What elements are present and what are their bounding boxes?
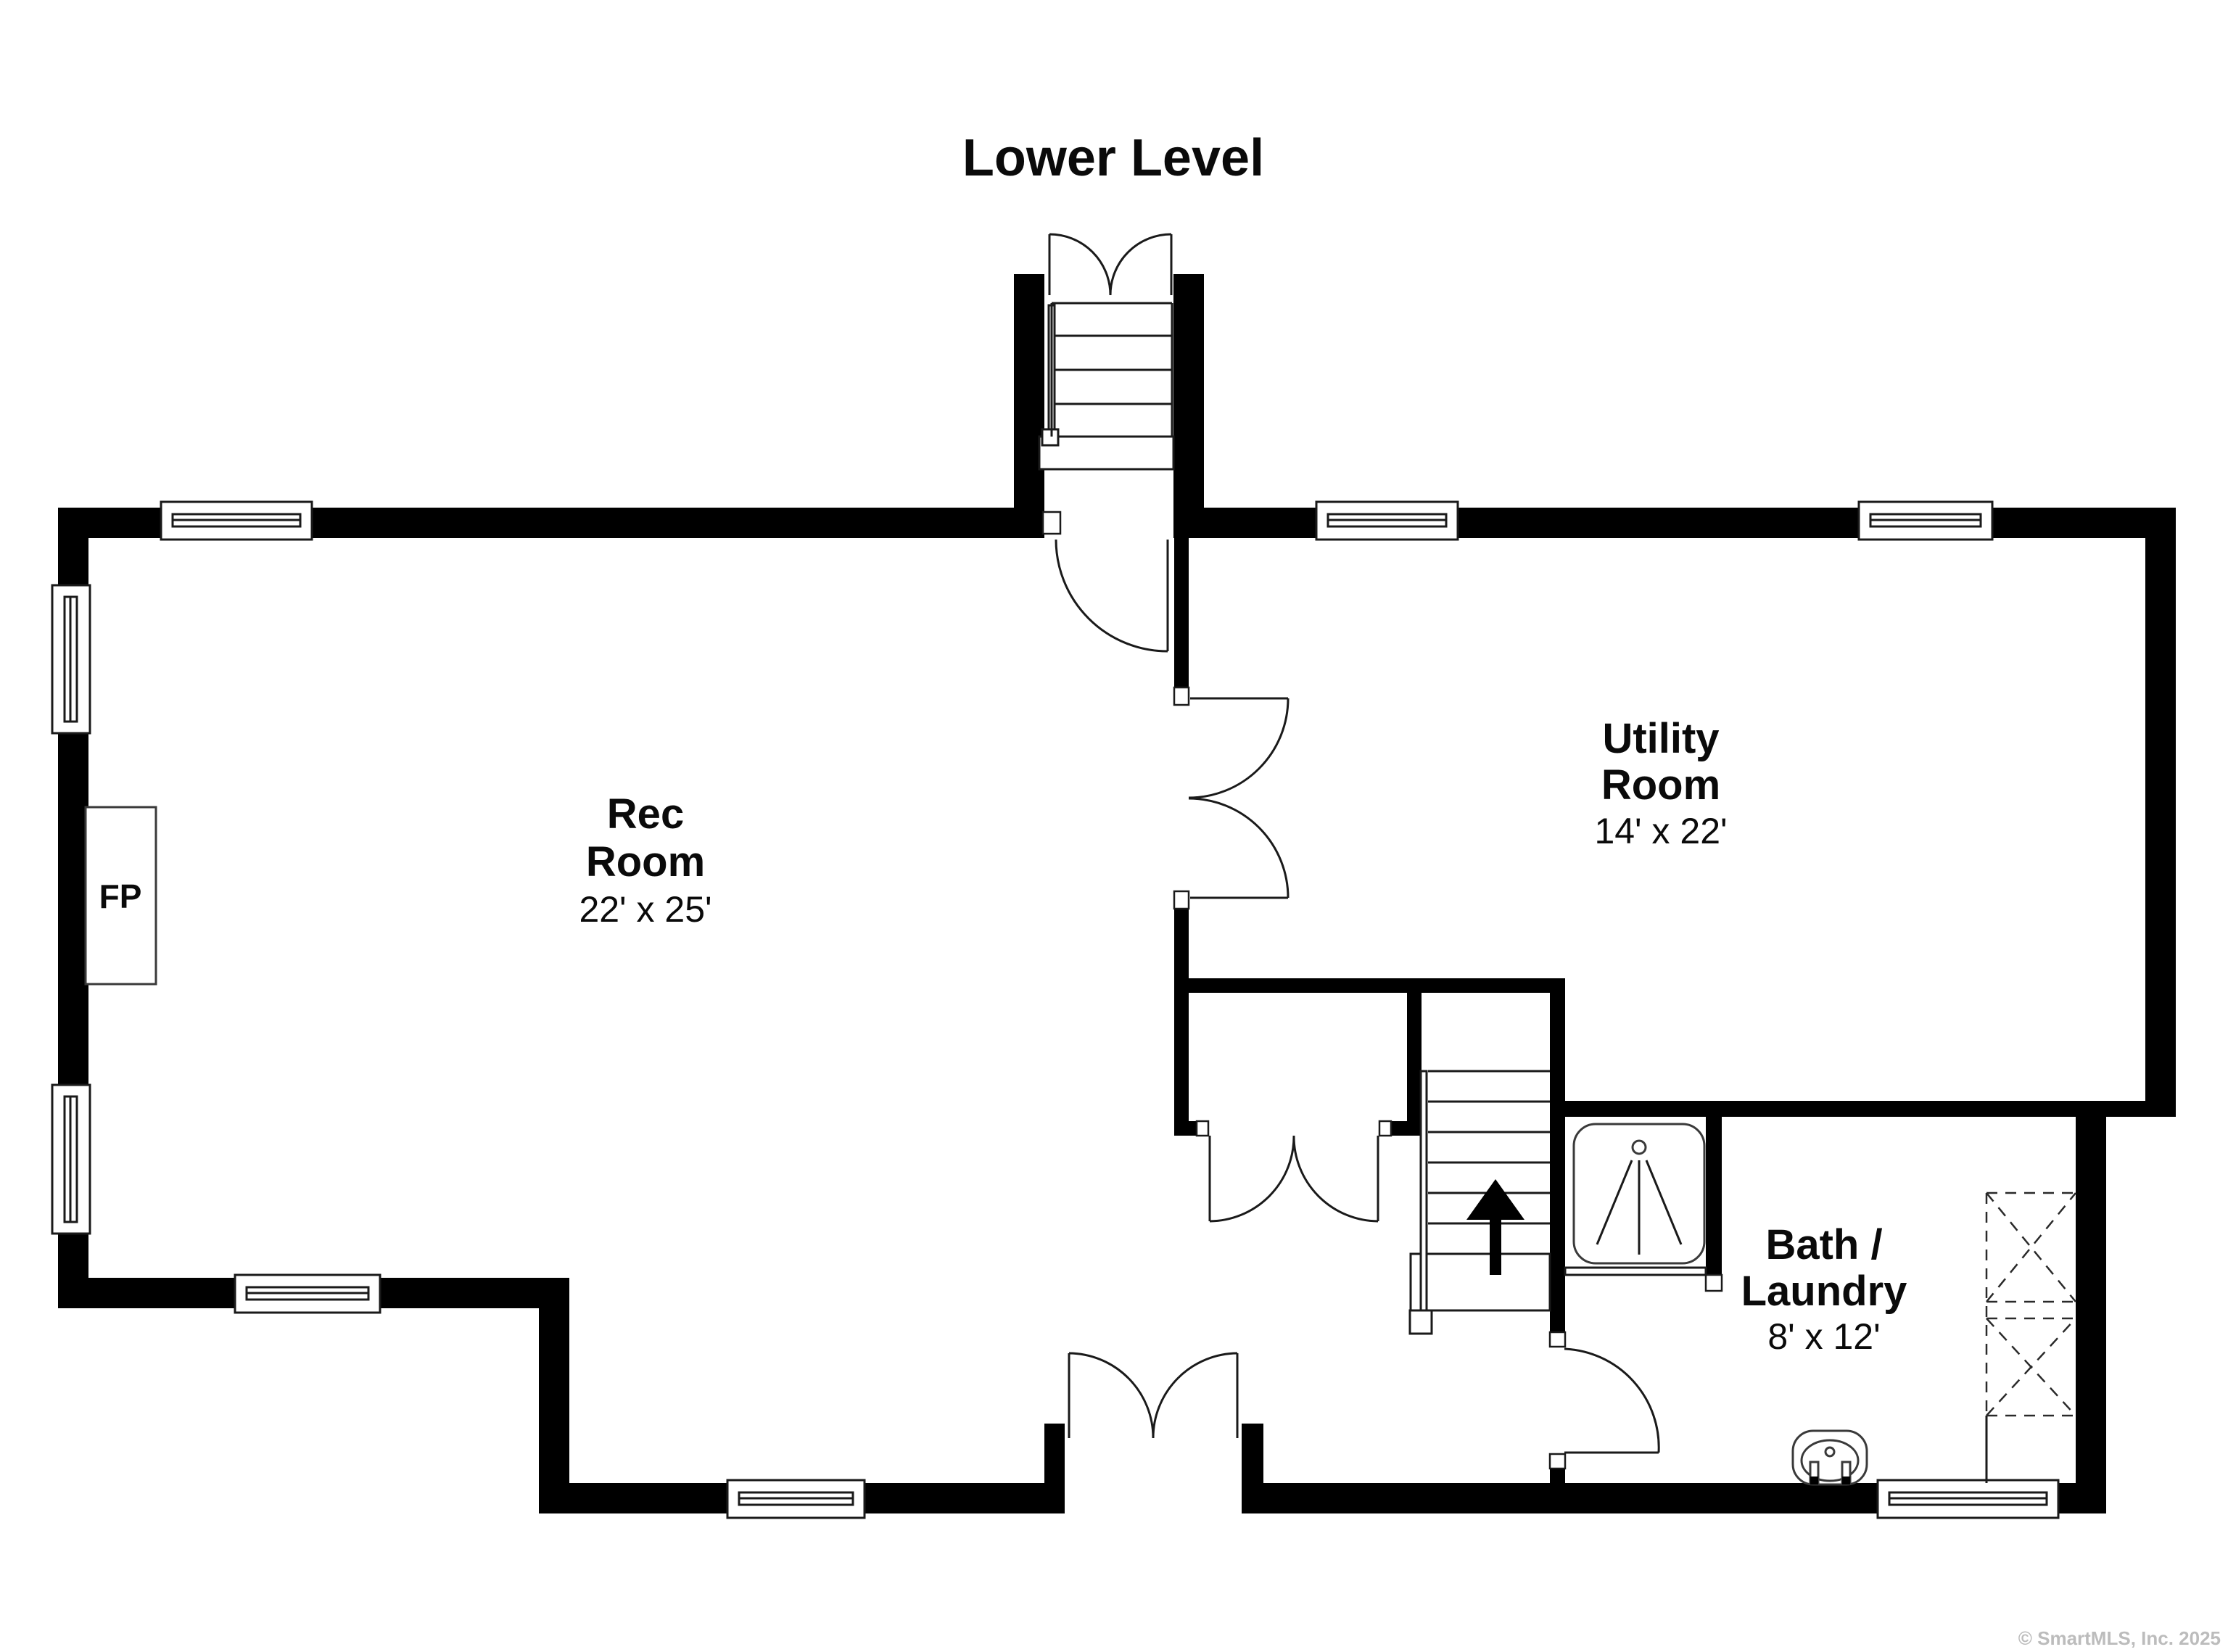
page-title: Lower Level	[962, 129, 1264, 187]
double-door-icon	[1208, 1135, 1379, 1223]
laundry-tub-icon	[1791, 1429, 1868, 1486]
room-name-line: Rec	[607, 790, 684, 838]
fireplace	[84, 806, 157, 986]
exterior-walls	[58, 274, 2176, 1513]
dashed-closet-icon	[1985, 1191, 2076, 1483]
stairs-up-arrow-icon	[1466, 1179, 1524, 1275]
door-icon	[1564, 1347, 1660, 1454]
double-door-icon	[1068, 1352, 1239, 1439]
room-name-line: Bath /	[1765, 1221, 1882, 1268]
window-icon	[1876, 1479, 2060, 1519]
room-dims: 8' x 12'	[1767, 1316, 1880, 1357]
door-jambs	[1041, 511, 1723, 1470]
watermark: © SmartMLS, Inc. 2025	[2018, 1627, 2221, 1649]
window-icon	[234, 1273, 381, 1314]
interior-walls	[1174, 538, 1722, 1483]
room-dims: 14' x 22'	[1594, 811, 1727, 851]
room-dims: 22' x 25'	[579, 889, 711, 930]
window-icon	[1315, 500, 1459, 541]
window-icon	[726, 1479, 866, 1519]
windows	[51, 500, 2060, 1519]
fireplace-label: FP	[99, 877, 142, 915]
door-icon	[1055, 539, 1169, 653]
room-name-line: Room	[1601, 761, 1720, 809]
window-icon	[51, 584, 91, 735]
room-name-line: Utility	[1602, 715, 1719, 762]
window-icon	[51, 1083, 91, 1235]
double-door-icon	[1188, 697, 1290, 899]
window-icon	[160, 500, 313, 541]
bulkhead-stairs	[1038, 302, 1175, 471]
room-label-bath: Bath / Laundry 8' x 12'	[1741, 1221, 1907, 1357]
room-name-line: Laundry	[1741, 1268, 1907, 1315]
room-name-line: Room	[586, 838, 705, 885]
double-door-icon	[1048, 233, 1173, 296]
room-label-utility: Utility Room 14' x 22'	[1594, 715, 1727, 851]
doors	[1048, 233, 1660, 1454]
main-stairs	[1408, 1070, 1551, 1335]
room-label-rec: Rec Room 22' x 25'	[579, 790, 711, 930]
shower-icon	[1564, 1123, 1707, 1276]
window-icon	[1857, 500, 1994, 541]
